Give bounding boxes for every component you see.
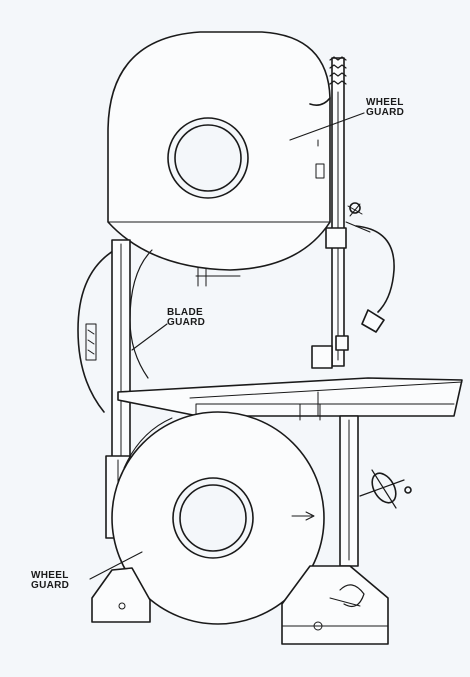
label-blade-guard: BLADE GUARD bbox=[167, 308, 205, 328]
saw-base bbox=[91, 565, 389, 645]
lower-wheel-hub bbox=[172, 477, 254, 559]
leader-wheel-guard-bottom bbox=[89, 551, 143, 580]
leader-wheel-guard-top bbox=[289, 112, 365, 141]
label-wheel-guard-top-line1: WHEEL bbox=[366, 97, 404, 108]
blade-guide-post bbox=[311, 56, 349, 369]
work-table bbox=[117, 377, 463, 421]
label-wheel-guard-bottom-line2: GUARD bbox=[31, 580, 70, 591]
label-wheel-guard-top-line2: GUARD bbox=[366, 107, 405, 118]
tilt-handwheel bbox=[359, 469, 412, 509]
label-blade-guard-line1: BLADE bbox=[167, 307, 203, 318]
blade-lower-section bbox=[195, 267, 241, 287]
label-wheel-guard-bottom: WHEEL GUARD bbox=[31, 571, 69, 591]
label-wheel-guard-top: WHEEL GUARD bbox=[366, 98, 404, 118]
rear-column bbox=[339, 415, 359, 567]
label-blade-guard-line2: GUARD bbox=[167, 317, 206, 328]
work-lamp bbox=[345, 202, 395, 333]
upper-wheel-hub bbox=[167, 117, 249, 199]
label-wheel-guard-bottom-line1: WHEEL bbox=[31, 570, 69, 581]
leader-lines bbox=[89, 112, 365, 580]
leader-blade-guard bbox=[131, 323, 168, 351]
